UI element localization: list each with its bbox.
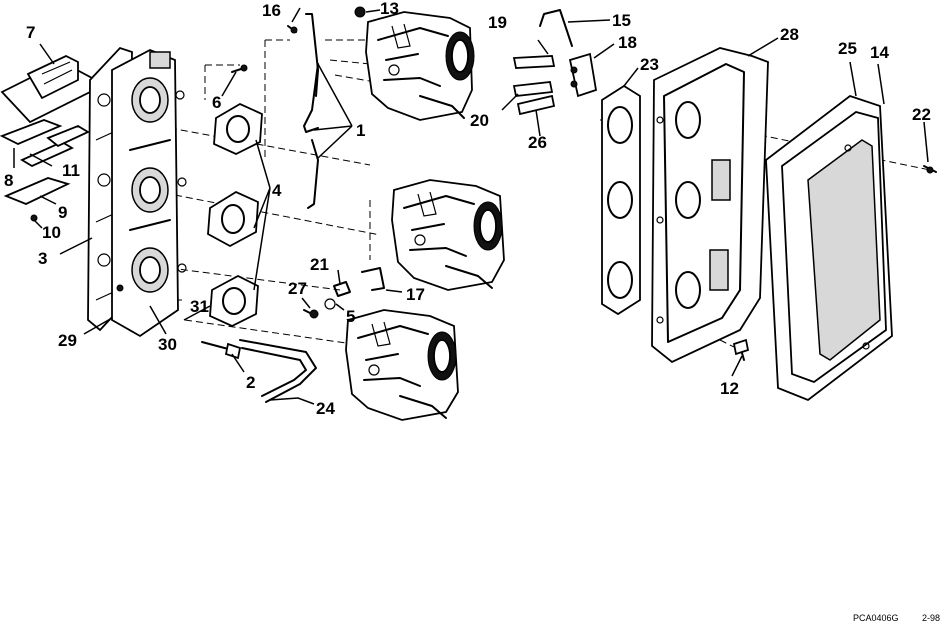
- figure-date: 2-98: [922, 613, 940, 623]
- cover-fasteners: [732, 165, 937, 361]
- callout-14: 14: [870, 43, 889, 62]
- callout-6: 6: [212, 93, 221, 112]
- callout-23: 23: [640, 55, 659, 74]
- fuel-hoses: [512, 9, 598, 116]
- callout-25: 25: [838, 39, 857, 58]
- silencer-base: [651, 47, 769, 364]
- callout-28: 28: [780, 25, 799, 44]
- callout-20: 20: [470, 111, 489, 130]
- callout-24: 24: [316, 399, 335, 418]
- callout-13: 13: [380, 0, 399, 18]
- callout-12: 12: [720, 379, 739, 398]
- callout-8: 8: [4, 171, 13, 190]
- callout-3: 3: [38, 249, 47, 268]
- reed-plate-assembly: [0, 54, 93, 222]
- carburetor-gaskets: [207, 102, 263, 327]
- carburetor-top: [354, 6, 475, 121]
- silencer-cover: [765, 94, 893, 402]
- callout-26: 26: [528, 133, 547, 152]
- callout-22: 22: [912, 105, 931, 124]
- callout-5: 5: [346, 307, 355, 326]
- alignment-lines: [169, 39, 931, 351]
- footer: PCA0406G 2-98: [853, 613, 940, 623]
- carburetor-bottom: [345, 309, 459, 421]
- bolt-and-hose: [201, 339, 317, 403]
- silencer-gasket: [601, 84, 641, 316]
- callout-19: 19: [488, 13, 507, 32]
- linkage-rods: [303, 13, 319, 209]
- mid-fasteners: [303, 267, 385, 319]
- callout-1: 1: [356, 121, 365, 140]
- figure-code: PCA0406G: [853, 613, 899, 623]
- callout-17: 17: [406, 285, 425, 304]
- callout-2: 2: [246, 373, 255, 392]
- callout-29: 29: [58, 331, 77, 350]
- callout-7: 7: [26, 23, 35, 42]
- callout-31: 31: [190, 297, 209, 316]
- carburetor-middle: [391, 179, 505, 291]
- callout-15: 15: [612, 11, 631, 30]
- callout-11: 11: [62, 161, 80, 180]
- callout-18: 18: [618, 33, 637, 52]
- small-fasteners: [231, 25, 298, 73]
- callout-27: 27: [288, 279, 307, 298]
- callout-9: 9: [58, 203, 67, 222]
- callout-4: 4: [272, 181, 282, 200]
- callout-labels: 1 2 3 4 5 6 7 8 9 10 11 12 13 14 15 16 1…: [4, 0, 931, 418]
- leader-lines: [13, 7, 929, 405]
- callout-10: 10: [42, 223, 61, 242]
- callout-30: 30: [158, 335, 177, 354]
- callout-21: 21: [310, 255, 329, 274]
- intake-manifold: [111, 49, 187, 338]
- callout-16: 16: [262, 1, 281, 20]
